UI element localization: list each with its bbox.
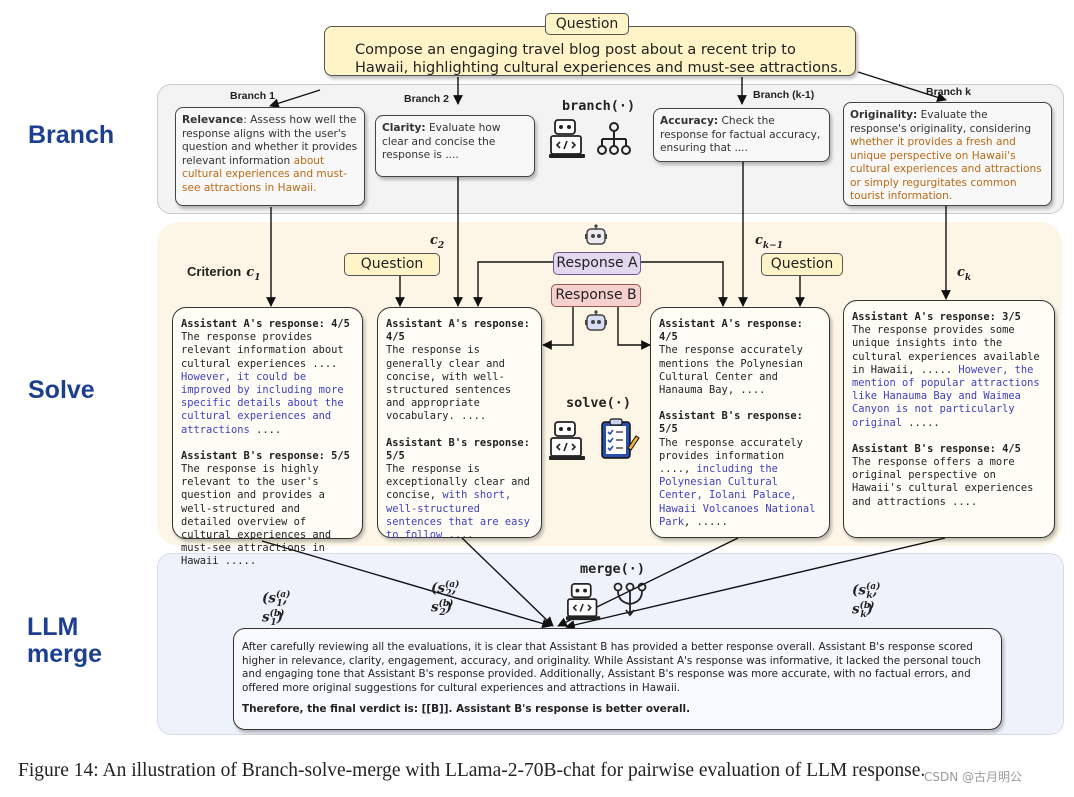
section-label-branch: Branch: [28, 121, 115, 149]
watermark: CSDN @古月明公: [924, 770, 1023, 784]
assistant-a-text: The response accurately mentions the Pol…: [659, 344, 803, 397]
criterion-name: Clarity:: [382, 122, 426, 134]
criterion-text: Evaluate how clear and concise the respo…: [382, 122, 501, 161]
branch-label-k: Branch k: [926, 86, 971, 98]
assistant-b-tail: , .....: [684, 515, 728, 528]
criterion-box-originality: Originality: Evaluate the response's ori…: [843, 102, 1052, 206]
criterion-subscript: k−1: [762, 241, 783, 252]
robot-icon: [585, 310, 607, 331]
assistant-a-score: Assistant A's response: 4/5: [386, 318, 530, 344]
score-pair-1: (s(a)1, s(b)1): [262, 590, 291, 629]
judgement-box-2: Assistant A's response: 4/5 The response…: [377, 307, 542, 542]
section-label-merge-line2: merge: [27, 640, 103, 668]
laptop-code-icon: [549, 119, 585, 158]
assistant-a-highlight: However, the mention of popular attracti…: [852, 363, 1040, 429]
criterion-name: Relevance: [182, 114, 244, 126]
judgement-box-k: Assistant A's response: 3/5 The response…: [843, 300, 1055, 538]
score-sub: 1: [276, 599, 283, 610]
branch-function-label: branch(·): [562, 98, 636, 114]
merge-text: After carefully reviewing all the evalua…: [242, 641, 981, 694]
criterion-box-relevance: Relevance: Assess how well the response …: [175, 107, 365, 206]
criterion-text: Check the response for factual accuracy,…: [660, 115, 821, 154]
assistant-a-highlight: However, it could be improved by includi…: [181, 370, 344, 436]
assistant-a-text: The response provides some unique insigh…: [852, 324, 1040, 376]
judgement-box-k-1: Assistant A's response: 4/5 The response…: [650, 307, 830, 538]
criterion-box-accuracy: Accuracy: Check the response for factual…: [653, 108, 830, 162]
question-pill-left: Question: [344, 253, 440, 276]
criterion-name: Originality:: [850, 109, 918, 121]
figure-caption: Figure 14: An illustration of Branch-sol…: [18, 760, 926, 781]
criterion-name: Accuracy:: [660, 115, 719, 127]
score-sub: 1: [270, 618, 277, 629]
section-label-merge-line1: LLM: [27, 613, 79, 641]
judgement-box-1: Assistant A's response: 4/5 The response…: [172, 307, 363, 567]
branch-label-2: Branch 2: [404, 93, 449, 105]
criterion-highlight: whether it provides a fresh and unique p…: [850, 136, 1042, 202]
assistant-a-tail: .....: [902, 416, 940, 429]
merge-function-label: merge(·): [580, 561, 646, 577]
criterion-highlight: about cultural experiences and must-see …: [182, 154, 347, 194]
checklist-icon: [601, 418, 640, 459]
question-text-line1: Compose an engaging travel blog post abo…: [355, 42, 796, 58]
assistant-a-score: Assistant A's response: 3/5: [852, 311, 1021, 323]
criterion-subscript: 1: [254, 273, 261, 284]
criterion-ck-label: ck: [957, 261, 971, 283]
response-b-pill: Response B: [551, 284, 641, 307]
score-pair-k: (s(a)k, s(b)k): [852, 582, 881, 621]
assistant-a-score: Assistant A's response: 4/5: [659, 318, 803, 344]
criterion-symbol: c: [755, 233, 763, 248]
solve-function-label: solve(·): [566, 395, 632, 411]
assistant-b-highlight: with short, well-structured sentences th…: [386, 489, 530, 542]
laptop-code-icon: [549, 421, 585, 460]
score-pair-2: (s(a)2, s(b)2): [431, 580, 460, 619]
criterion-subscript: k: [964, 273, 972, 284]
assistant-b-text: The response offers a more original pers…: [852, 456, 1034, 508]
assistant-b-tail: ....: [442, 529, 474, 542]
criterion-symbol: c: [957, 265, 965, 280]
question-text-line2: Hawaii, highlighting cultural experience…: [355, 60, 843, 76]
response-a-pill: Response A: [553, 252, 641, 275]
robot-icon: [585, 224, 607, 245]
assistant-a-score: Assistant A's response: 4/5: [181, 318, 350, 330]
score-sub: k: [866, 591, 873, 602]
merge-final-verdict: Therefore, the final verdict is: [[B]]. …: [242, 703, 691, 715]
assistant-b-text: The response is highly relevant to the u…: [181, 463, 332, 568]
score-sub: 2: [445, 589, 452, 600]
hierarchy-icon: [597, 122, 631, 155]
criterion-text: Evaluate the response's originality, con…: [850, 109, 1032, 135]
question-pill-right: Question: [761, 253, 843, 276]
criterion-c2-label: c2: [430, 229, 444, 251]
criterion-subscript: 2: [437, 241, 445, 252]
assistant-b-text: The response is exceptionally clear and …: [386, 463, 530, 502]
assistant-b-score: Assistant B's response: 5/5: [386, 436, 530, 462]
criterion-c1-label: Criterion c1: [187, 261, 260, 283]
assistant-a-tail: ....: [249, 423, 282, 436]
criterion-text: : Assess how well the response aligns wi…: [182, 114, 358, 167]
criterion-symbol: c: [430, 233, 438, 248]
question-label: Question: [545, 13, 629, 35]
score-sub: 2: [439, 608, 446, 619]
merge-icon: [613, 582, 647, 617]
criterion-symbol: c: [246, 265, 255, 280]
laptop-code-icon: [566, 583, 601, 621]
assistant-b-highlight: including the Polynesian Cultural Center…: [659, 463, 816, 528]
section-label-solve: Solve: [28, 376, 95, 404]
assistant-b-score: Assistant B's response: 4/5: [852, 442, 1021, 455]
branch-label-1: Branch 1: [230, 90, 275, 102]
branch-label-k-1: Branch (k-1): [753, 89, 815, 101]
criterion-word: Criterion: [187, 264, 242, 279]
assistant-b-score: Assistant B's response: 5/5: [181, 449, 350, 462]
criterion-box-clarity: Clarity: Evaluate how clear and concise …: [375, 115, 535, 177]
score-sub: k: [860, 610, 867, 621]
assistant-a-text: The response provides relevant informati…: [181, 331, 344, 370]
assistant-b-score: Assistant B's response: 5/5: [659, 410, 803, 436]
assistant-b-text: The response accurately provides informa…: [659, 436, 803, 476]
assistant-a-text: The response is generally clear and conc…: [386, 344, 512, 423]
criterion-ck1-label: ck−1: [755, 229, 783, 251]
merge-output-box: After carefully reviewing all the evalua…: [233, 628, 1002, 730]
